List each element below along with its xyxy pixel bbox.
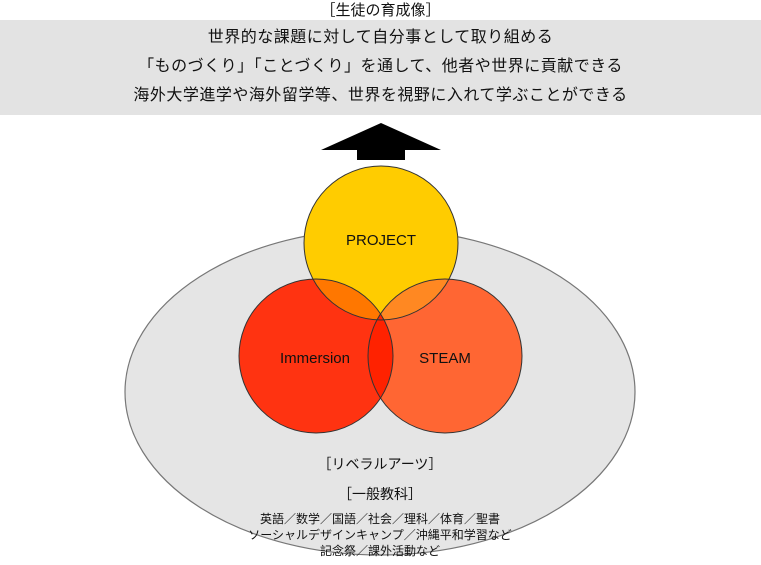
vision-line-1: 世界的な課題に対して自分事として取り組める <box>207 27 554 46</box>
vision-band: 世界的な課題に対して自分事として取り組める 「ものづくり」「ことづくり」を通して… <box>0 20 761 115</box>
liberal-arts-title: ［リベラルアーツ］ <box>317 457 443 473</box>
project-outline <box>303 165 459 321</box>
vision-line-3: 海外大学進学や海外留学等、世界を視野に入れて学ぶことができる <box>133 85 628 104</box>
project-label: PROJECT <box>346 232 416 249</box>
subject-line: 記念祭／課外活動など <box>319 544 440 558</box>
steam-outline <box>367 278 523 434</box>
project-circle <box>304 166 458 320</box>
steam-label: STEAM <box>419 350 471 367</box>
vision-heading: ［生徒の育成像］ <box>0 0 761 20</box>
subject-line: ソーシャルデザインキャンプ／沖縄平和学習など <box>248 528 512 542</box>
immersion-outline <box>238 278 394 434</box>
subject-line: 英語／数学／国語／社会／理科／体育／聖書 <box>259 512 500 526</box>
up-arrow-icon <box>321 123 441 160</box>
steam-circle <box>368 279 522 433</box>
immersion-circle <box>239 279 393 433</box>
vision-line-2: 「ものづくり」「ことづくり」を通して、他者や世界に貢献できる <box>138 56 623 75</box>
general-subjects-title: ［一般教科］ <box>338 487 422 503</box>
immersion-label: Immersion <box>280 350 350 367</box>
